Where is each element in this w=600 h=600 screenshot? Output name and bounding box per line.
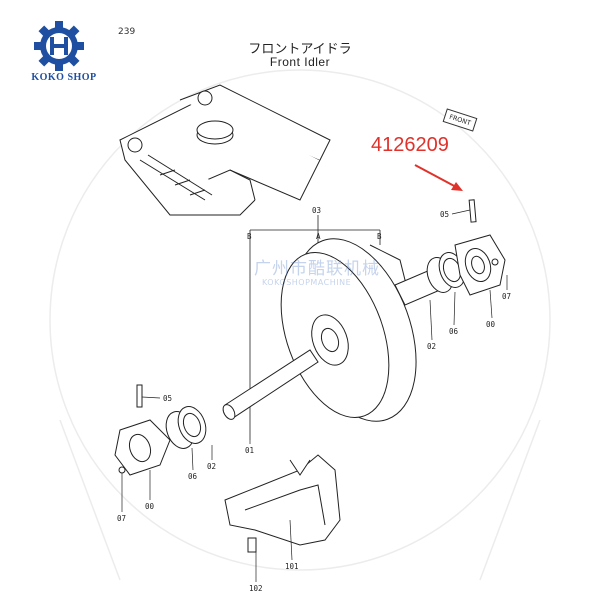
title-japanese: フロントアイドラ xyxy=(248,42,352,57)
label-07-right: 07 xyxy=(502,292,512,301)
label-05-left: 05 xyxy=(163,394,173,403)
background-guides xyxy=(49,69,551,581)
label-06-left: 06 xyxy=(188,472,198,481)
label-01: 01 xyxy=(245,446,255,455)
label-00-right: 00 xyxy=(486,320,496,329)
label-A: A xyxy=(316,232,321,241)
part-number-callout: 4126209 xyxy=(371,134,449,156)
label-07-left: 07 xyxy=(117,514,127,523)
label-02-right: 02 xyxy=(427,342,437,351)
label-B-right: B xyxy=(377,232,382,241)
label-B-left: B xyxy=(247,232,252,241)
label-101: 101 xyxy=(285,562,299,571)
brand-logo xyxy=(12,18,107,98)
label-03: 03 xyxy=(312,206,322,215)
idler-yoke xyxy=(224,454,341,553)
part-number-arrow xyxy=(414,164,463,191)
watermark-english: KOKOSHOPMACHINE xyxy=(262,278,352,287)
label-02-left: 02 xyxy=(207,462,217,471)
page-number: 239 xyxy=(118,27,136,37)
label-05-right: 05 xyxy=(440,210,450,219)
watermark-chinese: 广州市酷联机械 xyxy=(254,259,380,279)
right-seal-assembly xyxy=(426,199,506,296)
leader-lines xyxy=(121,209,508,582)
label-00-left: 00 xyxy=(145,502,155,511)
label-102: 102 xyxy=(249,584,263,593)
track-frame xyxy=(119,84,331,216)
label-06-right: 06 xyxy=(449,327,459,336)
left-seal-assembly xyxy=(114,384,207,476)
gear-icon xyxy=(34,21,84,71)
brand-name: KOKO SHOP xyxy=(31,72,97,83)
title-english: Front Idler xyxy=(269,55,331,69)
